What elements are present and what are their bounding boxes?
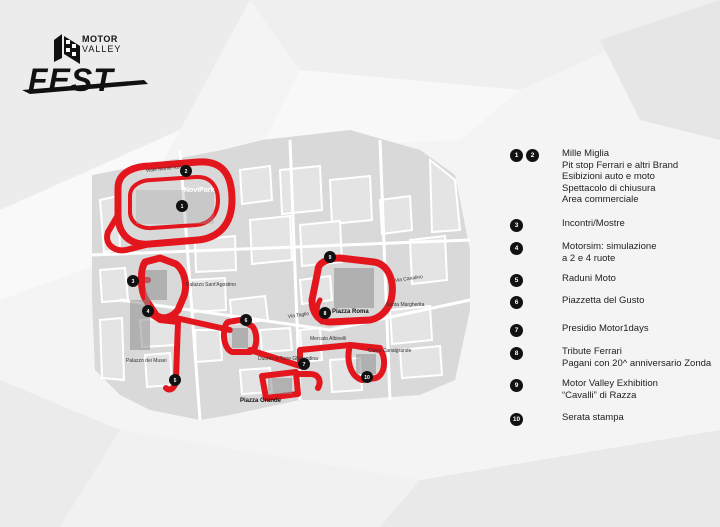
svg-text:7: 7	[303, 362, 306, 368]
map-marker-4[interactable]: 4	[142, 305, 154, 317]
legend-badge-5: 5	[510, 274, 523, 287]
checkered-flag-icon	[54, 34, 80, 64]
legend-text: Area commerciale	[562, 194, 639, 205]
legend-badge-8: 8	[510, 347, 523, 360]
svg-text:8: 8	[324, 311, 327, 317]
label-novipark: NoviPark	[184, 187, 214, 194]
label-palazzo-santagostino: Palazzo Sant'Agostino	[186, 282, 236, 288]
map-marker-2[interactable]: 2	[180, 165, 192, 177]
legend-text: Serata stampa	[562, 412, 624, 423]
legend-badge-3: 3	[510, 219, 523, 232]
svg-text:3: 3	[132, 279, 135, 285]
svg-text:10: 10	[364, 375, 370, 381]
svg-text:5: 5	[174, 378, 177, 384]
legend-text: Piazzetta del Gusto	[562, 295, 645, 306]
map-marker-3[interactable]: 3	[127, 275, 139, 287]
logo-line-1: MOTOR	[82, 34, 118, 44]
legend-text: Pagani con 20^ anniversario Zonda	[562, 357, 712, 369]
map-marker-5[interactable]: 5	[169, 374, 181, 386]
legend-badge-9: 9	[510, 379, 523, 392]
legend-text: Pit stop Ferrari e altri Brand	[562, 159, 679, 171]
map-marker-1[interactable]: 1	[176, 200, 188, 212]
svg-text:1: 1	[181, 204, 184, 210]
legend-text: Spettacolo di chiusura	[562, 182, 656, 194]
label-mercato-albinelli: Mercato Albinelli	[310, 336, 346, 342]
legend-text: Motor Valley Exhibition	[562, 378, 658, 389]
svg-text:6: 6	[245, 318, 248, 324]
legend-text: Mille Miglia	[562, 148, 609, 159]
legend-text: Incontri/Mostre	[562, 218, 625, 229]
legend-text: Motorsim: simulazione	[562, 241, 657, 252]
logo-swoosh-icon	[22, 80, 148, 94]
svg-text:2: 2	[185, 169, 188, 175]
label-viale-monte-kosica: Viale Monte Kosica	[146, 164, 189, 174]
legend-badge-2: 2	[526, 149, 539, 162]
label-palazzo-dei-musei: Palazzo dei Musei	[126, 358, 167, 364]
map-marker-7[interactable]: 7	[298, 358, 310, 370]
map-markers: 1 2 3 4 5 6 7 8 9 10	[127, 165, 373, 386]
legend-badge-10: 10	[510, 413, 523, 426]
svg-text:9: 9	[329, 255, 332, 261]
map-marker-8[interactable]: 8	[319, 307, 331, 319]
map-marker-9[interactable]: 9	[324, 251, 336, 263]
legend-badge-7: 7	[510, 324, 523, 337]
label-via-canalino: Via Canalino	[394, 274, 423, 284]
legend-badge-6: 6	[510, 296, 523, 309]
motor-valley-fest-logo: MOTOR VALLEY FEST	[20, 28, 160, 108]
event-route	[104, 158, 396, 401]
map-marker-10[interactable]: 10	[361, 371, 373, 383]
label-santa-margherita: Santa Margherita	[386, 302, 425, 308]
label-piazza-roma: Piazza Roma	[332, 309, 369, 315]
label-torre: Duomo e Torre Ghirlandina	[258, 356, 318, 362]
logo-line-2: VALLEY	[82, 44, 122, 54]
legend-badge-1: 1	[510, 149, 523, 162]
map-marker-6[interactable]: 6	[240, 314, 252, 326]
svg-text:4: 4	[147, 309, 150, 315]
label-corso-canalgrande: Corso Canalgrande	[368, 348, 412, 354]
label-piazza-grande: Piazza Grande	[240, 398, 282, 404]
legend-badge-4: 4	[510, 242, 523, 255]
legend-text: Raduni Moto	[562, 273, 616, 284]
legend-text: Esibizioni auto e moto	[562, 171, 655, 182]
label-via-taglio: Via Taglio	[287, 311, 309, 320]
legend-text: “Cavalli” di Razza	[562, 389, 637, 401]
legend-text: Tribute Ferrari	[562, 346, 622, 357]
legend-text: Presidio Motor1days	[562, 323, 649, 334]
legend-text: a 2 e 4 ruote	[562, 252, 616, 264]
